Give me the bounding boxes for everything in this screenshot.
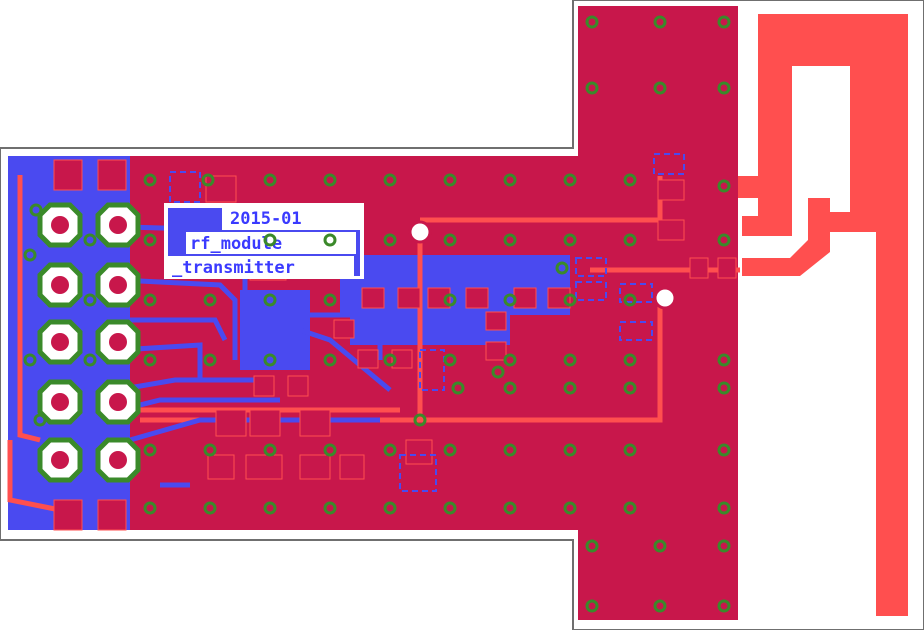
via — [383, 353, 397, 367]
via — [263, 173, 277, 187]
via — [563, 501, 577, 515]
signal-vias — [408, 220, 677, 310]
via — [585, 81, 599, 95]
silk-module-type: _transmitter — [172, 258, 295, 278]
via — [717, 233, 731, 247]
component-outlines — [169, 153, 685, 492]
via — [717, 15, 731, 29]
via — [29, 203, 43, 217]
header-pins — [37, 202, 141, 483]
via — [717, 353, 731, 367]
via — [323, 353, 337, 367]
via — [623, 501, 637, 515]
via — [23, 353, 37, 367]
via — [413, 413, 427, 427]
via — [143, 233, 157, 247]
via — [263, 501, 277, 515]
via — [443, 353, 457, 367]
via — [23, 248, 37, 262]
via — [717, 179, 731, 193]
via — [323, 293, 337, 307]
via — [263, 353, 277, 367]
via — [623, 443, 637, 457]
via — [383, 173, 397, 187]
via — [203, 353, 217, 367]
via — [623, 381, 637, 395]
silk-module-name: rf_module — [190, 234, 282, 254]
via — [623, 293, 637, 307]
via — [503, 293, 517, 307]
via — [143, 353, 157, 367]
pcb-antenna — [738, 14, 908, 616]
via — [563, 293, 577, 307]
via — [717, 81, 731, 95]
via — [623, 353, 637, 367]
via — [623, 233, 637, 247]
via — [83, 233, 97, 247]
via — [503, 353, 517, 367]
via — [563, 443, 577, 457]
via — [323, 233, 337, 247]
via — [563, 353, 577, 367]
via — [503, 443, 517, 457]
stitching-vias — [23, 15, 731, 613]
via — [653, 539, 667, 553]
via — [443, 173, 457, 187]
via — [451, 381, 465, 395]
via — [503, 233, 517, 247]
via — [491, 365, 505, 379]
via — [383, 443, 397, 457]
via — [143, 293, 157, 307]
via — [503, 381, 517, 395]
via — [653, 599, 667, 613]
via — [717, 501, 731, 515]
via — [443, 501, 457, 515]
via — [323, 443, 337, 457]
via — [623, 173, 637, 187]
via — [263, 293, 277, 307]
via — [503, 173, 517, 187]
via — [201, 173, 215, 187]
via — [717, 599, 731, 613]
via — [383, 501, 397, 515]
via — [33, 413, 47, 427]
via — [83, 353, 97, 367]
via — [443, 443, 457, 457]
via — [263, 443, 277, 457]
via — [143, 501, 157, 515]
via — [143, 173, 157, 187]
via — [653, 15, 667, 29]
via — [323, 501, 337, 515]
via — [503, 501, 517, 515]
via — [653, 81, 667, 95]
via — [717, 381, 731, 395]
via — [203, 293, 217, 307]
via — [203, 501, 217, 515]
via — [203, 443, 217, 457]
via — [585, 539, 599, 553]
silk-date: 2015-01 — [230, 209, 302, 229]
via — [323, 173, 337, 187]
via — [563, 173, 577, 187]
via — [383, 233, 397, 247]
via — [443, 233, 457, 247]
via — [555, 261, 569, 275]
via — [563, 381, 577, 395]
via — [717, 443, 731, 457]
via — [263, 233, 277, 247]
via — [563, 233, 577, 247]
via — [585, 15, 599, 29]
via — [143, 443, 157, 457]
via — [83, 293, 97, 307]
via — [443, 293, 457, 307]
via — [585, 599, 599, 613]
via — [717, 539, 731, 553]
